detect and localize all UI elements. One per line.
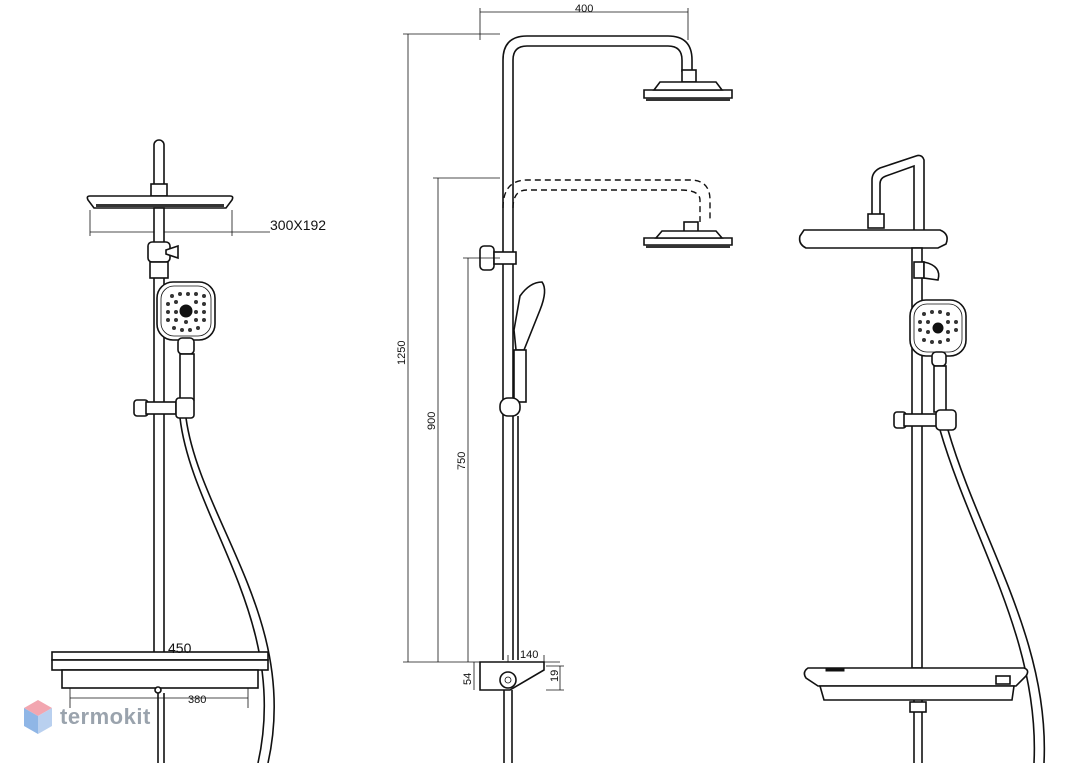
termokit-logo-icon: [24, 700, 52, 734]
persp-arm: [871, 154, 925, 236]
shelf-height-low-label: 750: [456, 452, 468, 470]
side-lower-arm: [502, 179, 711, 222]
arm-reach-label: 400: [575, 3, 593, 15]
shelf-depth-label: 140: [520, 649, 538, 661]
watermark-text: termokit: [60, 704, 151, 729]
head-size-label: 300X192: [270, 217, 326, 233]
side-shelf: [479, 661, 545, 763]
perspective-view: [798, 154, 1046, 763]
persp-hand-shower: [909, 299, 967, 413]
shelf-inner-width-label: 380: [188, 694, 206, 706]
watermark-logo: termokit: [22, 698, 151, 736]
front-head-nozzles: [96, 204, 224, 207]
front-hand-shower: [156, 281, 216, 401]
front-view: 300X192: [51, 139, 326, 763]
side-upper-head: [643, 89, 733, 99]
persp-slide-bracket: [893, 409, 957, 431]
shelf-height-high-label: 900: [426, 412, 438, 430]
persp-hose: [947, 429, 1046, 763]
front-slide-bracket: [133, 397, 195, 419]
side-hand-shower: [513, 281, 546, 351]
front-upper-riser: [153, 139, 165, 189]
front-head-connector: [150, 183, 168, 197]
persp-shelf: [803, 667, 1029, 763]
side-upper-arm: [502, 35, 693, 660]
front-diverter-knob: [147, 241, 179, 279]
side-lower-head: [643, 237, 733, 246]
total-height-label: 1250: [396, 341, 408, 365]
outlet-offset-label: 19: [549, 670, 561, 682]
front-shelf: [51, 651, 269, 763]
shelf-width-label: 450: [168, 640, 192, 656]
persp-rain-head: [798, 229, 948, 249]
front-hose: [185, 417, 276, 763]
side-view: 400 1250 900 750: [396, 3, 733, 763]
shelf-thickness-label: 54: [462, 673, 474, 685]
